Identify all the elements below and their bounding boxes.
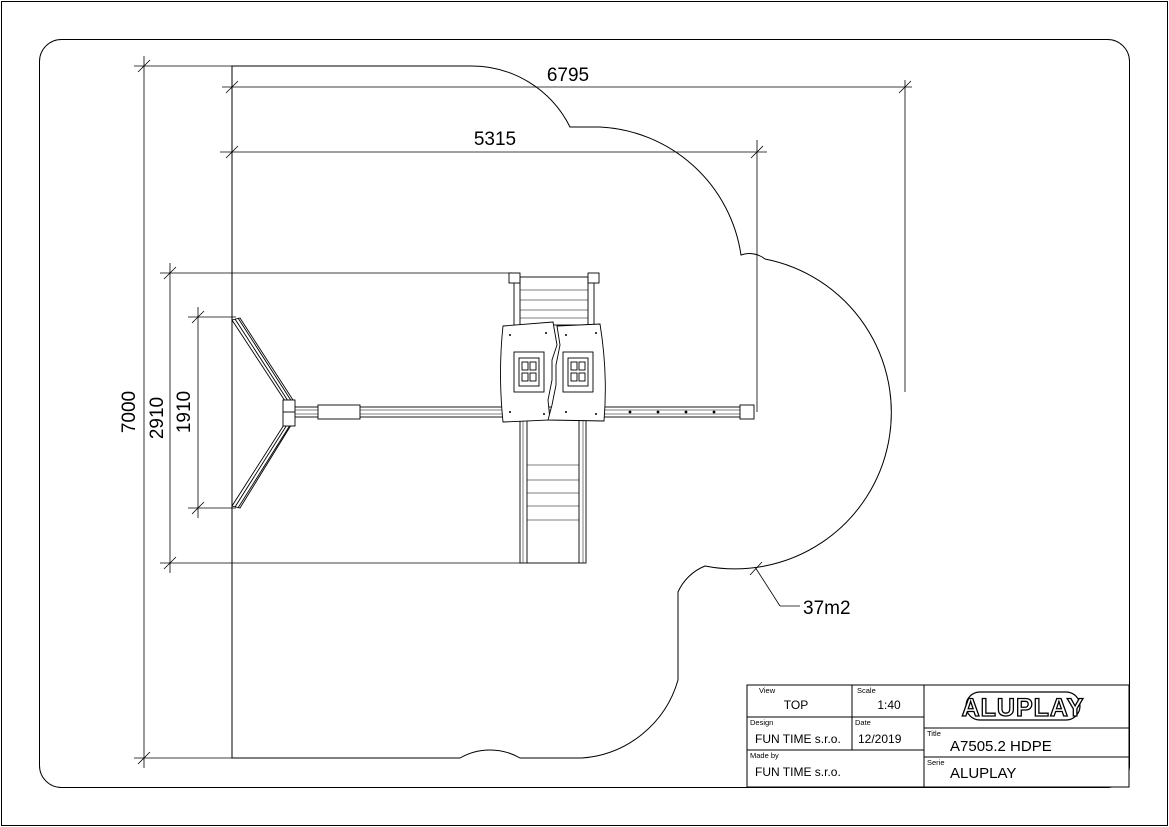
panel-bolts — [509, 332, 597, 415]
serie-label: Serie — [927, 758, 945, 767]
scale-value: 1:40 — [877, 698, 901, 712]
panel-handle-right — [562, 351, 594, 393]
area-label: 37m2 — [803, 598, 851, 619]
swing-a-frame — [231, 317, 296, 509]
scale-label: Scale — [857, 686, 876, 695]
top-ladder-rungs — [520, 289, 588, 319]
slide-bottom — [519, 419, 587, 564]
dimension-structure-width — [220, 140, 767, 412]
dimension-structure-depth — [160, 263, 522, 573]
dim-overall-width-label: 6795 — [547, 65, 589, 86]
dimension-swing-depth — [188, 307, 236, 518]
dimension-overall-depth — [134, 56, 232, 768]
made-by-label: Made by — [750, 751, 779, 760]
top-ladder — [513, 276, 595, 326]
area-leader — [749, 561, 800, 607]
beam-clamp — [317, 404, 361, 420]
aluplay-logo: ALUPLAY — [961, 691, 1085, 723]
top-post-right — [587, 272, 600, 284]
safety-zone-outline — [231, 65, 892, 759]
view-value: TOP — [784, 698, 808, 712]
title-value: A7505.2 HDPE — [950, 738, 1052, 755]
title-label: Title — [927, 729, 941, 738]
view-label: View — [759, 686, 776, 695]
dim-overall-depth-label: 7000 — [119, 391, 140, 433]
top-post-left — [508, 272, 521, 284]
date-label: Date — [855, 718, 871, 727]
beam-bolts — [628, 410, 716, 414]
logo-text: ALUPLAY — [962, 694, 1085, 722]
made-by-value: FUN TIME s.r.o. — [755, 765, 841, 779]
beam-end-cap — [739, 404, 755, 420]
panel-handle-left — [513, 351, 545, 393]
serie-value: ALUPLAY — [950, 765, 1016, 782]
design-value: FUN TIME s.r.o. — [755, 732, 841, 746]
dim-swing-depth-label: 1910 — [174, 391, 195, 433]
design-label: Design — [750, 718, 773, 727]
dim-structure-depth-label: 2910 — [147, 397, 168, 439]
dim-structure-width-label: 5315 — [474, 129, 516, 150]
date-value: 12/2019 — [858, 732, 902, 746]
drawing-frame — [39, 39, 1130, 788]
slide-rungs — [527, 464, 579, 521]
dimension-overall-width — [222, 66, 912, 392]
play-structure — [231, 272, 755, 564]
